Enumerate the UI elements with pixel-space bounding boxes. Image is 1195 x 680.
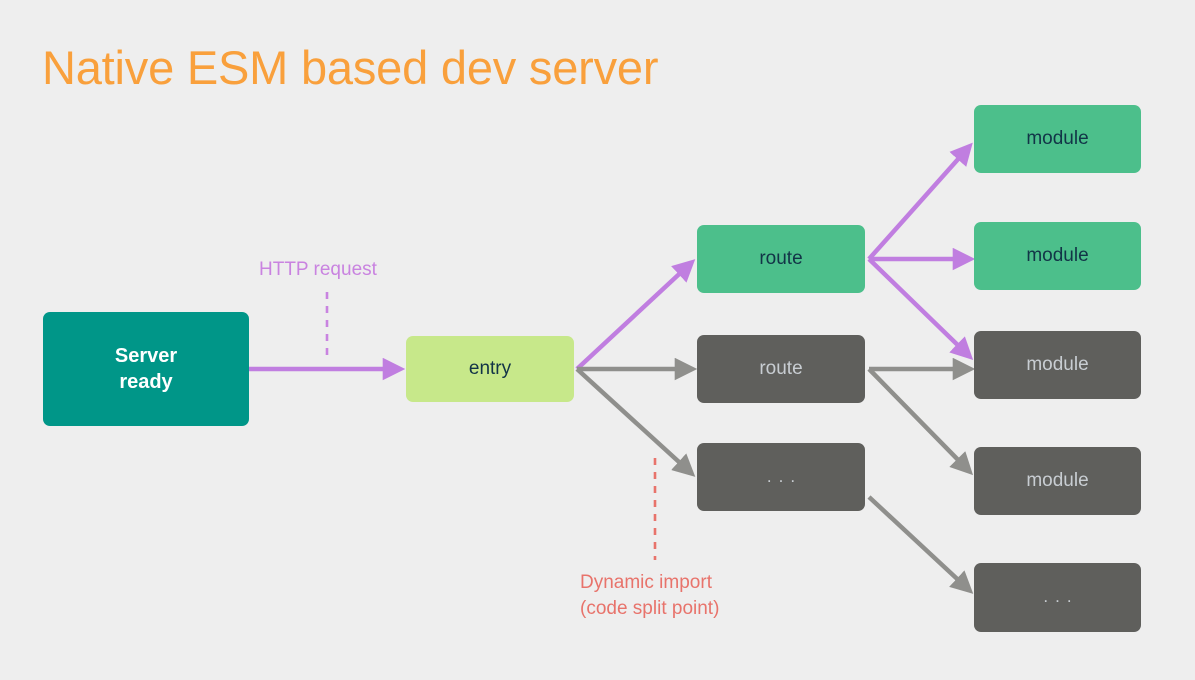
node-route-green[interactable]: route (697, 225, 865, 293)
node-route-ellipsis[interactable]: ... (697, 443, 865, 511)
node-route-ellipsis-label: ... (766, 466, 803, 486)
edge-route-ellipsis-to-module-ellipsis (867, 495, 974, 594)
node-route-gray[interactable]: route (697, 335, 865, 403)
node-module-ellipsis[interactable]: ... (974, 563, 1141, 632)
node-route-gray-label: route (759, 357, 803, 379)
node-module-gray-2-label: module (1026, 469, 1089, 491)
node-server-ready[interactable]: Server ready (43, 312, 249, 426)
node-module-green-1[interactable]: module (974, 105, 1141, 173)
edge-entry-to-route-ellipsis (575, 367, 696, 477)
node-module-gray-1[interactable]: module (974, 331, 1141, 399)
annotation-http-request: HTTP request (259, 259, 377, 280)
edge-route-green-to-module-3 (867, 257, 974, 361)
node-module-gray-1-label: module (1026, 353, 1089, 375)
annotation-dynamic-import: Dynamic import (code split point) (580, 572, 720, 619)
node-module-green-2[interactable]: module (974, 222, 1141, 290)
edge-route-green-to-module-1 (867, 142, 973, 261)
node-module-gray-2[interactable]: module (974, 447, 1141, 515)
node-route-green-label: route (759, 247, 803, 269)
node-entry[interactable]: entry (406, 336, 574, 402)
node-module-ellipsis-label: ... (1043, 587, 1079, 607)
node-entry-label: entry (468, 357, 512, 379)
edge-route-gray-to-module-4 (867, 367, 974, 476)
edge-entry-to-route-green (575, 259, 696, 371)
node-module-green-2-label: module (1026, 244, 1089, 266)
node-server-ready-label: Server ready (114, 345, 178, 393)
page-title: Native ESM based dev server (42, 41, 659, 94)
node-module-green-1-label: module (1026, 127, 1089, 149)
